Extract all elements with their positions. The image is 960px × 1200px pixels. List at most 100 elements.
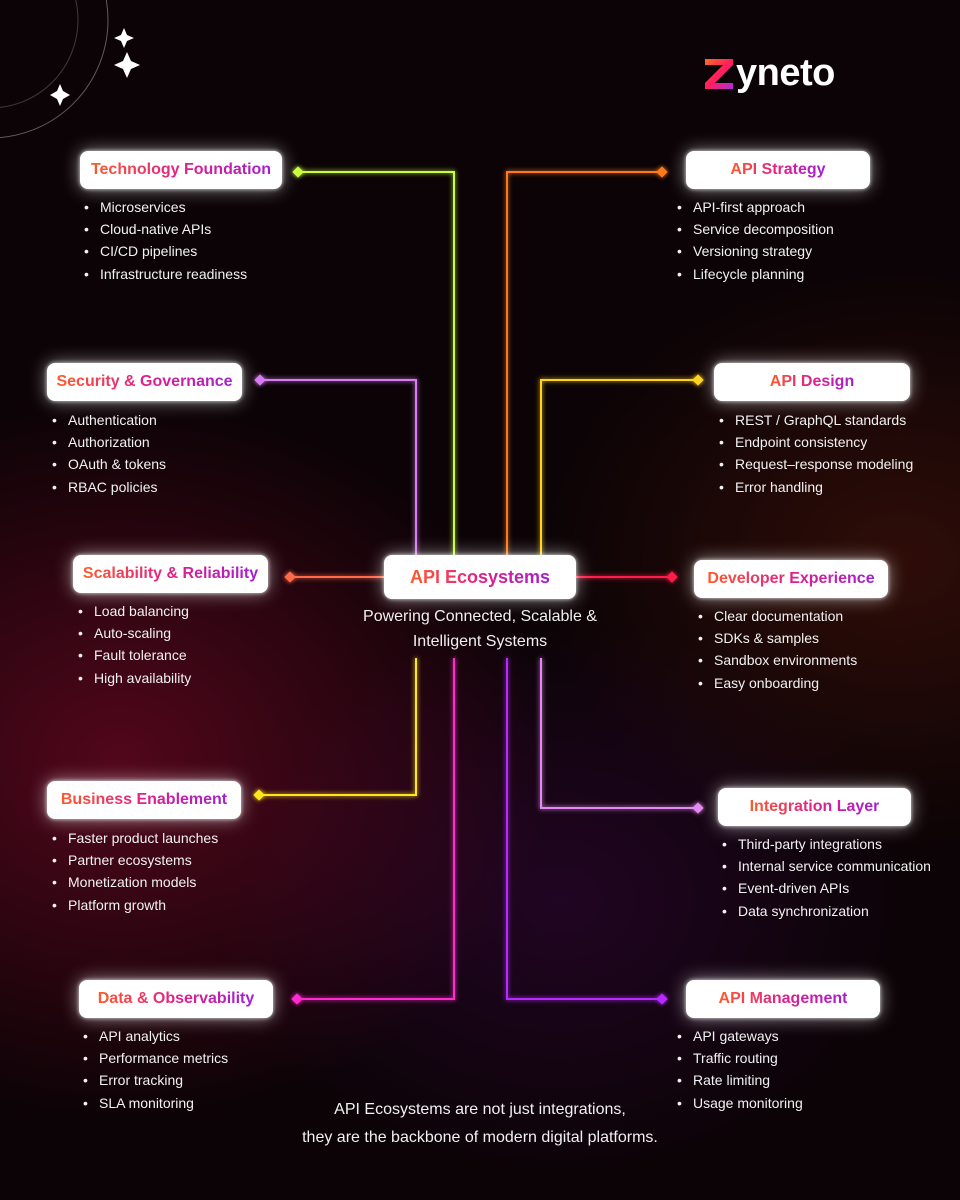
list-item: Error tracking [81,1069,228,1091]
list-item: Performance metrics [81,1047,228,1069]
connector-node-integration-layer [692,802,704,814]
scalability-reliability-card: Scalability & Reliability [73,555,268,593]
business-enablement-title: Business Enablement [60,791,228,808]
list-item: Authentication [50,409,166,431]
connector-node-api-strategy [656,166,668,178]
scalability-reliability-list: Load balancing Auto-scaling Fault tolera… [76,600,191,689]
business-enablement-card: Business Enablement [47,781,241,819]
api-design-list: REST / GraphQL standards Endpoint consis… [717,409,913,498]
technology-foundation-card: Technology Foundation [80,151,282,189]
list-item: Third-party integrations [720,833,931,855]
center-title: API Ecosystems [409,566,551,587]
list-item: Endpoint consistency [717,431,913,453]
connector-node-api-design [692,374,704,386]
connector-node-developer-experience [666,571,678,583]
center-subtitle-line1: Powering Connected, Scalable & [363,608,597,625]
api-strategy-list: API-first approach Service decomposition… [675,196,834,285]
list-item: RBAC policies [50,476,166,498]
list-item: Service decomposition [675,218,834,240]
list-item: Lifecycle planning [675,263,834,285]
api-strategy-card: API Strategy [686,151,870,189]
list-item: Easy onboarding [696,672,857,694]
list-item: Platform growth [50,894,218,916]
center-title-card: API Ecosystems [384,555,576,599]
list-item: Error handling [717,476,913,498]
security-governance-list: Authentication Authorization OAuth & tok… [50,409,166,498]
connector-security-governance [262,379,417,556]
list-item: API gateways [675,1025,803,1047]
business-enablement-list: Faster product launches Partner ecosyste… [50,827,218,916]
connector-api-design [540,379,696,556]
sparkle-icon [114,28,134,48]
list-item: Faster product launches [50,827,218,849]
connector-business-enablement [261,658,417,796]
list-item: Cloud-native APIs [82,218,247,240]
connector-integration-layer [540,658,696,809]
list-item: OAuth & tokens [50,453,166,475]
connector-technology-foundation [300,171,455,556]
list-item: REST / GraphQL standards [717,409,913,431]
footer-tagline: API Ecosystems are not just integrations… [250,1096,710,1152]
center-subtitle: Powering Connected, Scalable & Intellige… [340,604,620,654]
list-item: SLA monitoring [81,1092,228,1114]
connector-api-management [506,658,660,1000]
corner-decoration [0,0,140,139]
technology-foundation-title: Technology Foundation [90,161,272,178]
integration-layer-card: Integration Layer [718,788,911,826]
footer-line2: they are the backbone of modern digital … [302,1129,658,1146]
connector-api-strategy [506,171,660,556]
list-item: Internal service communication [720,855,931,877]
list-item: Traffic routing [675,1047,803,1069]
list-item: CI/CD pipelines [82,240,247,262]
security-governance-card: Security & Governance [47,363,242,401]
integration-layer-list: Third-party integrations Internal servic… [720,833,931,922]
list-item: Auto-scaling [76,622,191,644]
list-item: SDKs & samples [696,627,857,649]
connector-data-observability [299,658,455,1000]
brand-name: yneto [736,52,835,94]
api-design-title: API Design [769,373,855,390]
list-item: Fault tolerance [76,644,191,666]
connector-node-data-observability [291,993,303,1005]
list-item: Data synchronization [720,900,931,922]
data-observability-title: Data & Observability [97,990,255,1007]
center-subtitle-line2: Intelligent Systems [412,633,548,650]
api-strategy-title: API Strategy [730,161,826,178]
api-design-card: API Design [714,363,910,401]
sparkle-icon [114,52,140,78]
technology-foundation-list: Microservices Cloud-native APIs CI/CD pi… [82,196,247,285]
connector-node-business-enablement [253,789,265,801]
list-item: Clear documentation [696,605,857,627]
list-item: API-first approach [675,196,834,218]
list-item: Event-driven APIs [720,877,931,899]
list-item: High availability [76,667,191,689]
api-management-card: API Management [686,980,880,1018]
integration-layer-title: Integration Layer [749,798,880,815]
list-item: Monetization models [50,871,218,893]
api-management-list: API gateways Traffic routing Rate limiti… [675,1025,803,1114]
data-observability-list: API analytics Performance metrics Error … [81,1025,228,1114]
developer-experience-list: Clear documentation SDKs & samples Sandb… [696,605,857,694]
data-observability-card: Data & Observability [79,980,273,1018]
list-item: Sandbox environments [696,649,857,671]
list-item: Usage monitoring [675,1092,803,1114]
connector-node-api-management [656,993,668,1005]
security-governance-title: Security & Governance [56,373,233,390]
list-item: Load balancing [76,600,191,622]
list-item: Microservices [82,196,247,218]
api-management-title: API Management [718,990,848,1007]
footer-line1: API Ecosystems are not just integrations… [334,1101,626,1118]
connector-node-scalability-reliability [284,571,296,583]
list-item: Partner ecosystems [50,849,218,871]
list-item: Request–response modeling [717,453,913,475]
sparkle-icon [50,84,70,106]
scalability-reliability-title: Scalability & Reliability [82,565,259,582]
connector-node-technology-foundation [292,166,304,178]
brand-logo: yneto [703,52,835,95]
connector-node-security-governance [254,374,266,386]
developer-experience-title: Developer Experience [707,570,875,587]
developer-experience-card: Developer Experience [694,560,888,598]
list-item: Infrastructure readiness [82,263,247,285]
list-item: Rate limiting [675,1069,803,1091]
